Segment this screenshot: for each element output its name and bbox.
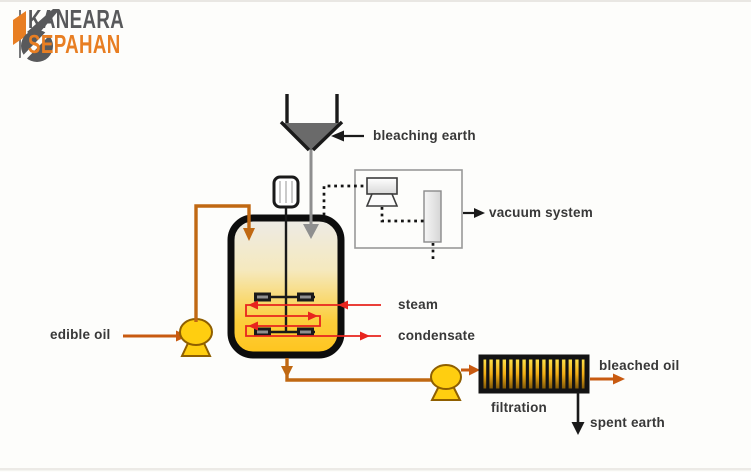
vacuum-gauge-icon: [366, 177, 398, 195]
edible-oil-label: edible oil: [50, 327, 111, 342]
filter-pump-icon: [430, 364, 462, 401]
bleached-oil-label: bleached oil: [599, 358, 680, 373]
vacuum-funnel-icon: [365, 193, 399, 207]
pump-to-filter-arrow: [461, 364, 480, 376]
vacuum-column-icon: [423, 190, 442, 243]
vacuum-system-label: vacuum system: [489, 205, 593, 220]
agitator: [254, 175, 315, 337]
brand-name: KANEARA: [28, 4, 125, 34]
logo-mark-icon: [13, 9, 60, 62]
impeller-upper: [254, 292, 315, 302]
filter-unit-icon: [478, 354, 590, 394]
spent-earth-arrow: [571, 392, 585, 435]
hopper-feed-line: [303, 150, 319, 239]
edible-oil-arrow: [123, 330, 188, 342]
vessel-outlet-pipe: [281, 358, 433, 382]
bleached-oil-arrow: [590, 373, 625, 385]
vacuum-vent-line: [322, 184, 367, 222]
steam-label: steam: [398, 297, 439, 312]
bleaching-earth-label: bleaching earth: [373, 128, 476, 143]
filtration-label: filtration: [491, 400, 547, 415]
spent-earth-label: spent earth: [590, 415, 665, 430]
bleaching-earth-arrow: [331, 130, 364, 142]
impeller-lower: [254, 327, 315, 337]
bottom-border: [0, 468, 751, 471]
oil-inlet-pipe: [194, 204, 255, 322]
hopper-icon: [279, 94, 344, 152]
feed-pump-icon: [179, 318, 213, 357]
steam-coil: [245, 300, 381, 341]
vacuum-unit: [354, 169, 463, 262]
logo: KANEARA SEPAHAN: [12, 4, 162, 62]
brand-subname: SEPAHAN: [28, 29, 121, 59]
top-border: [0, 0, 751, 2]
vacuum-system-arrow: [463, 208, 485, 218]
condensate-label: condensate: [398, 328, 476, 343]
